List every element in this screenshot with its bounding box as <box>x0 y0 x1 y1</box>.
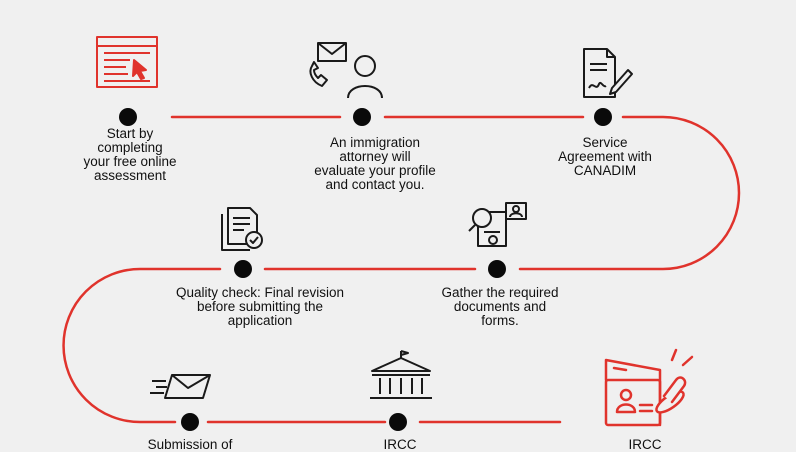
step-4-label: Quality check: Final revision before sub… <box>175 285 345 328</box>
step-1-dot <box>119 108 137 126</box>
step-3-label: Service Agreement with CANADIM <box>558 135 652 178</box>
document-search-icon <box>468 202 527 247</box>
step-6-label: Submission of <box>147 437 233 452</box>
step-5-dot <box>488 260 506 278</box>
passport-stamp-icon <box>604 348 694 427</box>
laptop-form-icon <box>96 36 158 88</box>
step-7-label: IRCC <box>383 437 417 452</box>
sent-envelope-icon <box>150 374 211 399</box>
step-6-dot <box>181 413 199 431</box>
step-2-dot <box>353 108 371 126</box>
document-check-icon <box>221 207 263 251</box>
signed-contract-icon <box>583 48 633 98</box>
government-building-icon <box>370 350 432 399</box>
step-7-dot <box>389 413 407 431</box>
step-2-label: An immigration attorney will evaluate yo… <box>314 135 436 192</box>
step-5-label: Gather the required documents and forms. <box>441 285 559 328</box>
step-3-dot <box>594 108 612 126</box>
step-4-dot <box>234 260 252 278</box>
step-1-label: Start by completing your free online ass… <box>83 126 177 183</box>
flow-path <box>62 115 741 424</box>
step-8-label: IRCC <box>628 437 662 452</box>
contact-person-icon <box>309 42 383 99</box>
